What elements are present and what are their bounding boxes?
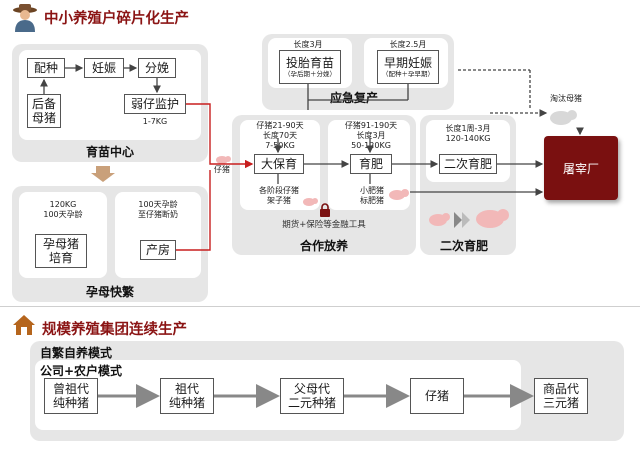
section-divider	[0, 306, 640, 307]
emergency-box2-title: 早期妊娠	[383, 55, 432, 70]
emergency-box1-title: 投胎育苗	[285, 55, 334, 70]
coop-sub2: 小肥猪 标肥猪	[360, 186, 384, 205]
sow-care-inner-right	[115, 192, 201, 278]
small-pig-icon-2	[388, 186, 410, 200]
coop-sub1: 各阶段仔猪 架子猪	[259, 186, 299, 205]
grandparent-box: 祖代 纯种猪	[160, 378, 214, 414]
piglet-weight-note: 1-7KG	[142, 117, 168, 126]
cull-pig-icon	[548, 106, 578, 128]
farrow-period-note: 100天孕龄 至仔猪断奶	[138, 200, 178, 219]
pregnancy-box: 妊娠	[84, 58, 124, 78]
emergency-note1: 长度3月	[293, 40, 323, 49]
great-grandparent-box: 曾祖代 纯种猪	[44, 378, 98, 414]
emergency-label: 应急复产	[330, 91, 379, 105]
sow-care-label: 孕母快繁	[86, 285, 135, 299]
piglet-box: 仔猪	[410, 378, 464, 414]
secondary-label: 二次育肥	[440, 239, 489, 253]
secondary-box: 二次育肥	[439, 154, 497, 174]
house-icon	[12, 314, 36, 336]
breeding-box: 配种	[27, 58, 65, 78]
emergency-note2: 长度2.5月	[389, 40, 427, 49]
emergency-box1: 投胎育苗 （孕后期＋分娩）	[279, 50, 341, 84]
sow-breeding-box: 孕母猪 培育	[35, 234, 87, 268]
big-nursery-box: 大保育	[254, 154, 304, 174]
pig-growth-icon	[424, 204, 514, 230]
emergency-box1-sub: （孕后期＋分娩）	[284, 69, 336, 78]
section1-title: 中小养殖户碎片化生产	[44, 11, 189, 27]
secondary-note: 长度1周-3月 120-140KG	[445, 124, 491, 143]
small-pig-icon-1	[302, 192, 318, 206]
emergency-box2-sub: （配种＋孕早期）	[382, 69, 434, 78]
farrowing-box: 分娩	[138, 58, 176, 78]
commercial-pig-box: 商品代 三元猪	[534, 378, 588, 414]
emergency-box2: 早期妊娠 （配种＋孕早期）	[377, 50, 439, 84]
piglet-icon	[215, 150, 231, 164]
piglet-flow-label: 仔猪	[214, 165, 230, 174]
section2-title: 规模养殖集团连续生产	[42, 322, 187, 338]
fattening-box: 育肥	[350, 154, 392, 174]
slaughterhouse-box: 屠宰厂	[544, 136, 618, 200]
coop-label: 合作放养	[300, 239, 349, 253]
mode2-label: 公司+农户模式	[40, 364, 123, 378]
piglet-monitor-box: 弱仔监护	[124, 94, 186, 114]
down-arrow-icon	[91, 166, 115, 182]
nursery-label: 育苗中心	[86, 145, 135, 159]
cull-sow-label: 淘汰母猪	[550, 94, 582, 103]
mode1-label: 自繁自养模式	[40, 346, 113, 360]
farrowing-room-box: 产房	[140, 240, 176, 260]
finance-note: 期货+保险等金融工具	[282, 220, 366, 230]
sow-weight-note: 120KG 100天孕龄	[43, 200, 83, 219]
reserve-sow-box: 后备 母猪	[27, 94, 61, 128]
lock-icon	[319, 202, 331, 217]
farmer-icon	[12, 2, 38, 32]
parent-box: 父母代 二元种猪	[280, 378, 344, 414]
